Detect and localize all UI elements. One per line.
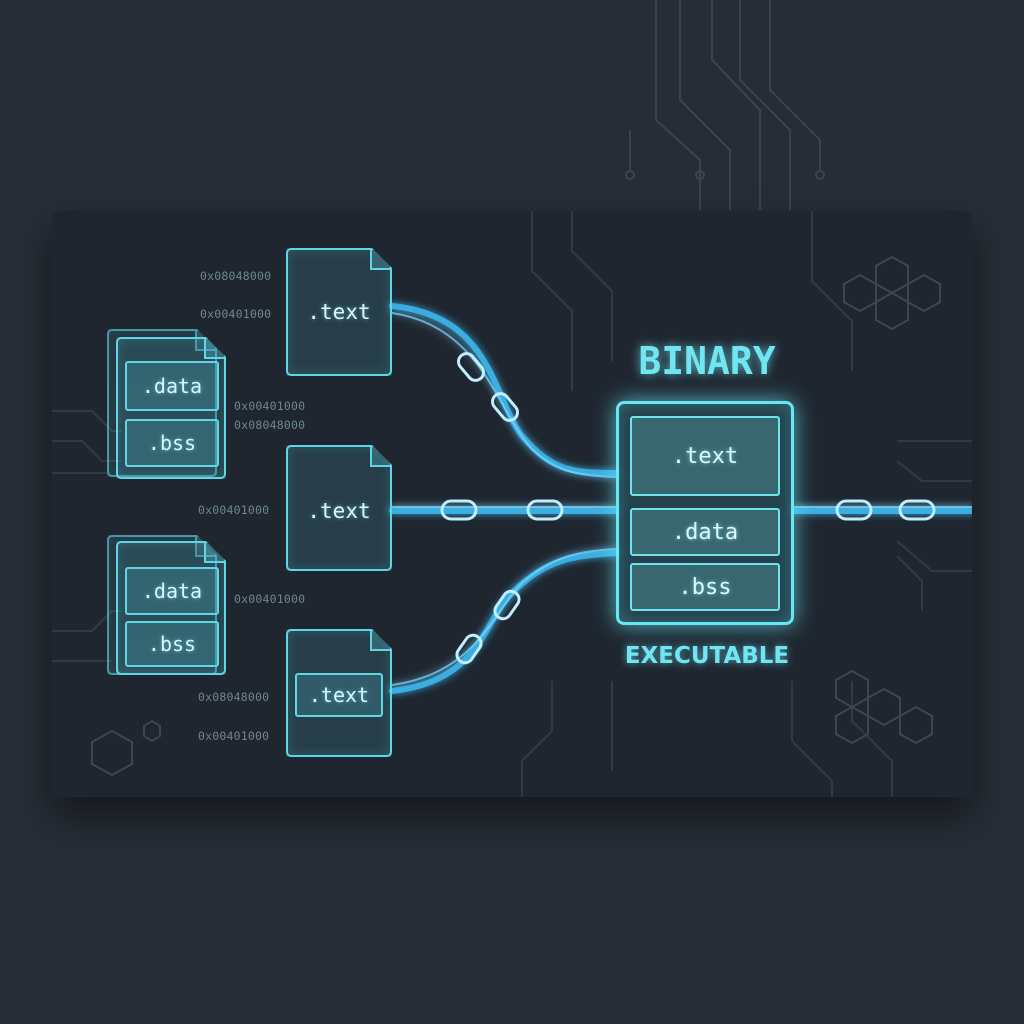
object-file-text: .text — [286, 445, 392, 571]
chain-link-icon — [440, 499, 478, 521]
panel-circuit-traces — [52, 211, 972, 797]
binary-bss-section: .bss — [630, 563, 780, 611]
object-file-text: .text — [286, 629, 392, 757]
address-label: 0x08048000 — [234, 418, 306, 432]
address-label: 0x00401000 — [200, 307, 272, 321]
chain-link-icon — [835, 499, 873, 521]
text-section: .text — [295, 673, 383, 717]
chain-link-icon — [491, 392, 519, 422]
binary-text-section: .text — [630, 416, 780, 496]
text-section: .text — [307, 300, 371, 324]
object-file-text: .text — [286, 248, 392, 376]
data-section: .data — [125, 567, 219, 615]
address-label: 0x08048000 — [198, 690, 270, 704]
address-label: 0x00401000 — [198, 729, 270, 743]
data-section: .data — [125, 361, 219, 411]
chain-link-icon — [526, 499, 564, 521]
chain-link-icon — [493, 589, 521, 621]
binary-data-section: .data — [630, 508, 780, 556]
address-label: 0x08048000 — [200, 269, 272, 283]
bss-section: .bss — [125, 621, 219, 667]
binary-executable-box: .text .data .bss — [616, 401, 794, 625]
chain-links — [440, 352, 936, 665]
hexagon-decor — [91, 255, 941, 777]
object-file-data-bss: .data .bss — [116, 541, 226, 675]
link-wires — [52, 211, 972, 797]
binary-title: BINARY — [638, 339, 776, 383]
text-section: .text — [307, 499, 371, 523]
address-label: 0x00401000 — [234, 592, 306, 606]
binary-subtitle: EXECUTABLE — [624, 643, 790, 669]
chain-link-icon — [457, 352, 485, 382]
address-label: 0x00401000 — [198, 503, 270, 517]
object-file-data-bss: .data .bss — [116, 337, 226, 479]
wire-top — [389, 303, 619, 476]
wire-bottom — [389, 550, 619, 694]
chain-link-icon — [898, 499, 936, 521]
chain-link-icon — [455, 633, 483, 665]
bss-section: .bss — [125, 419, 219, 467]
diagram-panel: 0x08048000 0x00401000 0x00401000 0x08048… — [52, 211, 972, 797]
address-label: 0x00401000 — [234, 399, 306, 413]
